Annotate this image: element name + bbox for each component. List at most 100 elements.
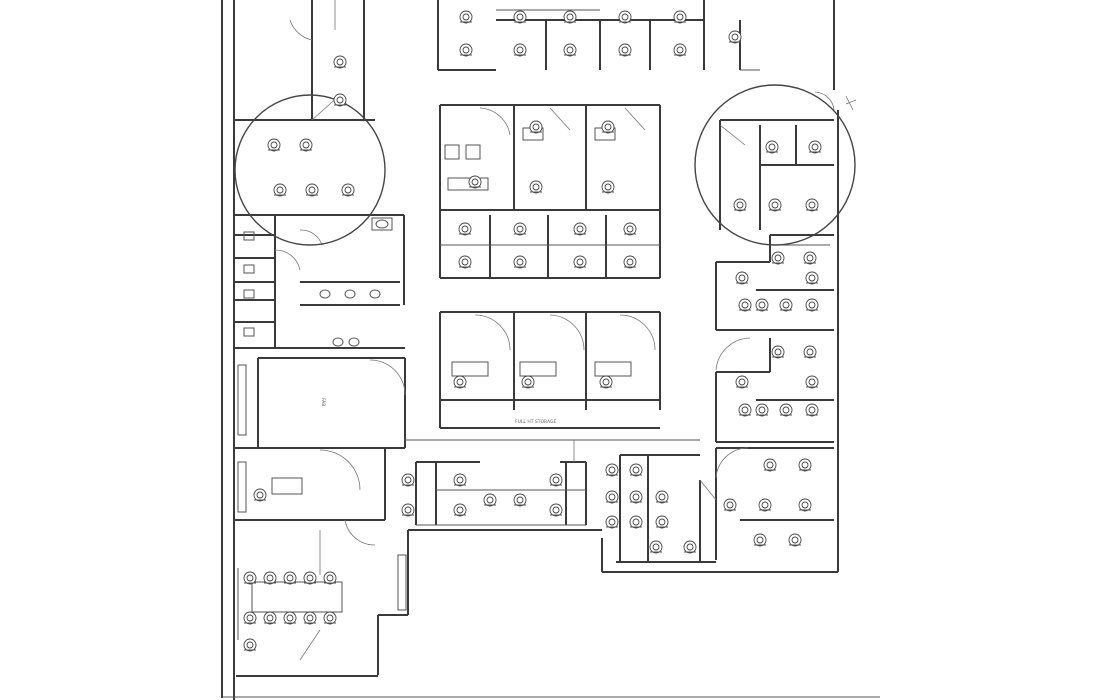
chair-icon [299,138,313,152]
chair-icon [779,298,793,312]
chair-icon [798,458,812,472]
conference-room [237,530,407,661]
chair-icon [738,298,752,312]
chair-icon [333,93,347,107]
chair-icon [283,571,297,585]
chair-icon [728,30,742,44]
chair-icon [655,515,669,529]
chair-icon [243,611,257,625]
left-storage-room: FAB [234,357,406,449]
top-left-offices [234,0,404,216]
chair-icon [771,345,785,359]
chair-icon [779,403,793,417]
highlight-circle-right [694,84,856,246]
svg-text:FAB: FAB [320,398,326,406]
chair-icon [618,43,632,57]
outer-walls [221,0,880,700]
chair-icon [483,493,497,507]
chair-icon [341,183,355,197]
chair-icon [529,180,543,194]
chair-icon [549,473,563,487]
chair-icon [808,140,822,154]
chair-icon [805,198,819,212]
chair-icon [453,473,467,487]
chair-icon [805,403,819,417]
chair-icon [723,498,737,512]
highlight-circle-left [234,94,386,246]
chair-icon [513,43,527,57]
right-cubicles [715,234,834,443]
chair-icon [618,10,632,24]
chair-icon [513,493,527,507]
chair-icon [803,251,817,265]
chair-icon [243,638,257,652]
chair-icon [753,533,767,547]
copy-room [234,448,386,546]
chair-icon [805,298,819,312]
chair-icon [513,10,527,24]
chair-icon [599,375,613,389]
chair-icon [305,183,319,197]
chair-icon [267,138,281,152]
chair-icon [673,43,687,57]
chair-icon [803,345,817,359]
chair-icon [323,571,337,585]
chairs-layer [243,10,822,652]
chair-icon [458,222,472,236]
chair-icon [453,503,467,517]
storage-label: FULL HT STORAGE [515,419,556,425]
chair-icon [601,120,615,134]
restrooms [234,215,405,349]
chair-icon [458,255,472,269]
center-offices-middle: FULL HT STORAGE [439,311,661,429]
chair-icon [513,255,527,269]
chair-icon [673,10,687,24]
chair-icon [605,490,619,504]
chair-icon [401,503,415,517]
bottom-cubicles [404,439,700,526]
chair-icon [273,183,287,197]
chair-icon [649,540,663,554]
chair-icon [738,403,752,417]
chair-icon [563,10,577,24]
chair-icon [513,222,527,236]
right-top-office [719,91,835,230]
chair-icon [459,10,473,24]
chair-icon [521,375,535,389]
chair-icon [765,140,779,154]
chair-icon [573,255,587,269]
chair-icon [763,458,777,472]
chair-icon [573,222,587,236]
top-workstations [437,0,760,71]
chair-icon [605,463,619,477]
chair-icon [755,298,769,312]
chair-icon [401,473,415,487]
chair-icon [303,571,317,585]
chair-icon [805,375,819,389]
chair-icon [655,490,669,504]
chair-icon [623,255,637,269]
chair-icon [733,198,747,212]
chair-icon [468,175,482,189]
chair-icon [453,375,467,389]
chair-icon [263,611,277,625]
center-cubicles [439,210,661,279]
chair-icon [735,375,749,389]
chair-icon [333,55,347,69]
chair-icon [323,611,337,625]
chair-icon [563,43,577,57]
chair-icon [629,490,643,504]
chair-icon [459,43,473,57]
right-bottom-office [616,447,834,563]
chair-icon [529,120,543,134]
chair-icon [683,540,697,554]
chair-icon [601,180,615,194]
chair-icon [605,515,619,529]
center-offices-top [439,104,661,211]
chair-icon [768,198,782,212]
chair-icon [755,403,769,417]
chair-icon [805,271,819,285]
chair-icon [243,571,257,585]
chair-icon [549,503,563,517]
chair-icon [798,498,812,512]
